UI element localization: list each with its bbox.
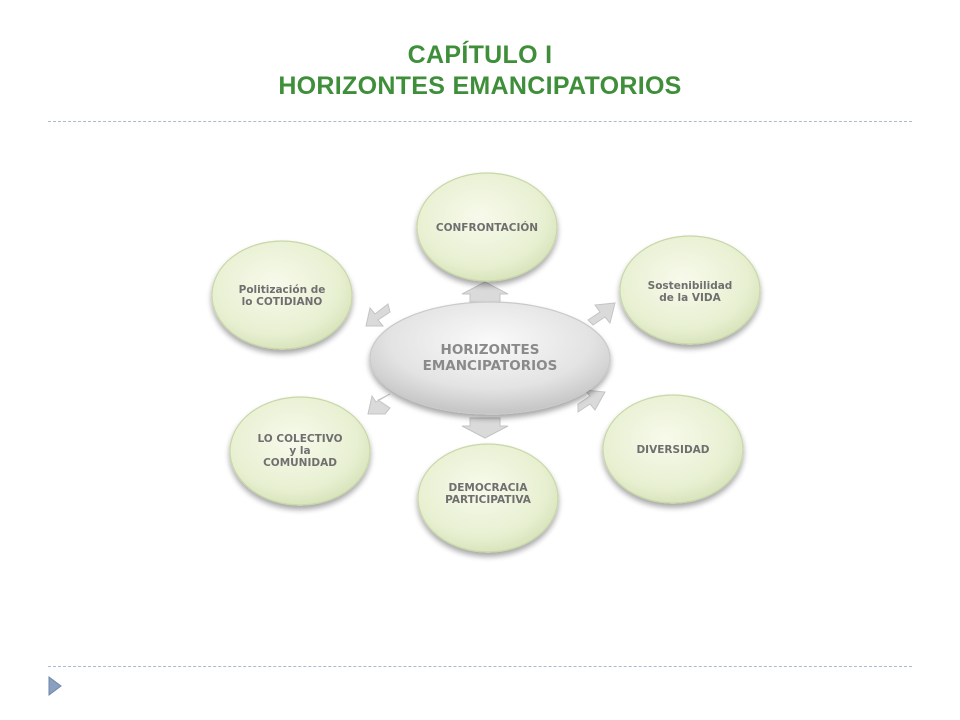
node-sostenibilidad-circle [619, 235, 761, 345]
center-ellipse [369, 301, 611, 415]
node-diversidad-circle [602, 394, 744, 504]
arrow-upper-left [365, 303, 391, 327]
center-label: HORIZONTES EMANCIPATORIOS [422, 342, 558, 374]
arrow-upper-right [587, 302, 616, 326]
triangle-right-icon [48, 676, 62, 701]
bottom-divider [48, 666, 912, 667]
slide-title: CAPÍTULO I HORIZONTES EMANCIPATORIOS [0, 40, 960, 102]
arrow-lower-left [367, 393, 391, 415]
node-colectivo-circle [229, 396, 371, 506]
emancipatory-horizons-diagram: HORIZONTES EMANCIPATORIOS CONFRONTACIÓN … [200, 170, 770, 570]
node-diversidad-label: DIVERSIDAD [636, 444, 710, 456]
node-politizacion-circle [211, 240, 353, 350]
node-confrontacion-label: CONFRONTACIÓN [435, 222, 539, 234]
node-sostenibilidad-label: Sostenibilidad de la VIDA [647, 280, 733, 304]
node-confrontacion-circle [416, 172, 558, 282]
arrow-lower-right [577, 389, 606, 413]
title-line-2: HORIZONTES EMANCIPATORIOS [278, 72, 682, 100]
title-line-1: CAPÍTULO I [407, 41, 553, 69]
node-colectivo-label: LO COLECTIVO y la COMUNIDAD [257, 433, 343, 469]
top-divider [48, 121, 912, 122]
arrow-up [461, 281, 509, 303]
diagram-graphics [211, 172, 761, 553]
node-democracia-label: DEMOCRACIA PARTICIPATIVA [445, 482, 531, 506]
node-democracia-circle [417, 443, 559, 553]
arrow-down [461, 417, 509, 439]
node-politizacion-label: Politización de lo COTIDIANO [238, 284, 326, 308]
